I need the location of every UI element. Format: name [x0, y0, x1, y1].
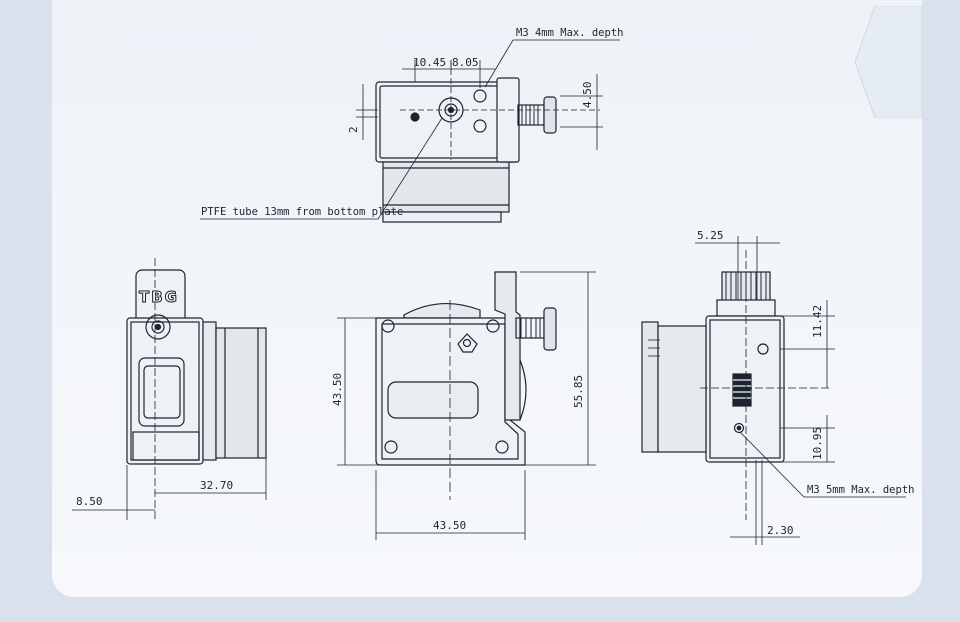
right-view [641, 236, 906, 545]
right-dim-top: 5.25 [697, 229, 724, 242]
top-note-ptfe: PTFE tube 13mm from bottom plate [201, 206, 403, 218]
left-dim-offset: 8.50 [76, 495, 103, 508]
front-view [337, 271, 596, 540]
top-dim-a: 10.45 [413, 56, 446, 69]
front-dim-height: 43.50 [331, 373, 344, 406]
right-dim-hole-bottom: 10.95 [811, 427, 824, 460]
tbg-logo: TBG [139, 288, 179, 306]
top-dim-offset: 2 [347, 126, 360, 133]
top-view [200, 39, 620, 223]
right-note-hole: M3 5mm Max. depth [807, 484, 914, 496]
front-dim-width: 43.50 [433, 519, 466, 532]
top-note-hole: M3 4mm Max. depth [516, 27, 623, 39]
left-dim-width: 32.70 [200, 479, 233, 492]
hexagon-tab-icon [855, 6, 922, 118]
right-dim-hole-top: 11.42 [811, 305, 824, 338]
right-dim-bottom: 2.30 [767, 524, 794, 537]
front-dim-total-height: 55.85 [572, 375, 585, 408]
top-dim-b: 8.05 [452, 56, 479, 69]
left-view [72, 258, 267, 520]
top-dim-height: 4.50 [581, 82, 594, 109]
